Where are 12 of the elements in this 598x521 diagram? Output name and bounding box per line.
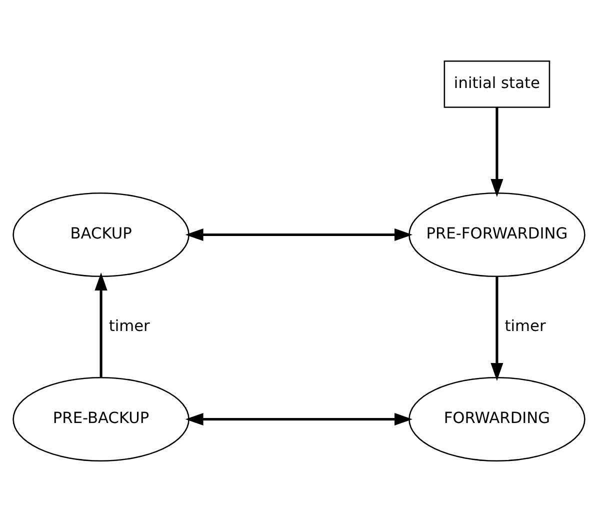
arrow	[94, 272, 108, 377]
node-ellipse: PRE-FORWARDING	[408, 192, 586, 277]
arrow	[490, 276, 504, 380]
node-ellipse: FORWARDING	[408, 376, 586, 462]
node-box: initial state	[444, 60, 550, 108]
arrow	[185, 228, 412, 241]
arrow	[490, 106, 504, 196]
node-ellipse: PRE-BACKUP	[12, 376, 190, 462]
edge-label: timer	[504, 316, 546, 334]
arrow	[185, 412, 412, 426]
edge-label: timer	[108, 316, 150, 334]
node-ellipse: BACKUP	[12, 192, 190, 277]
